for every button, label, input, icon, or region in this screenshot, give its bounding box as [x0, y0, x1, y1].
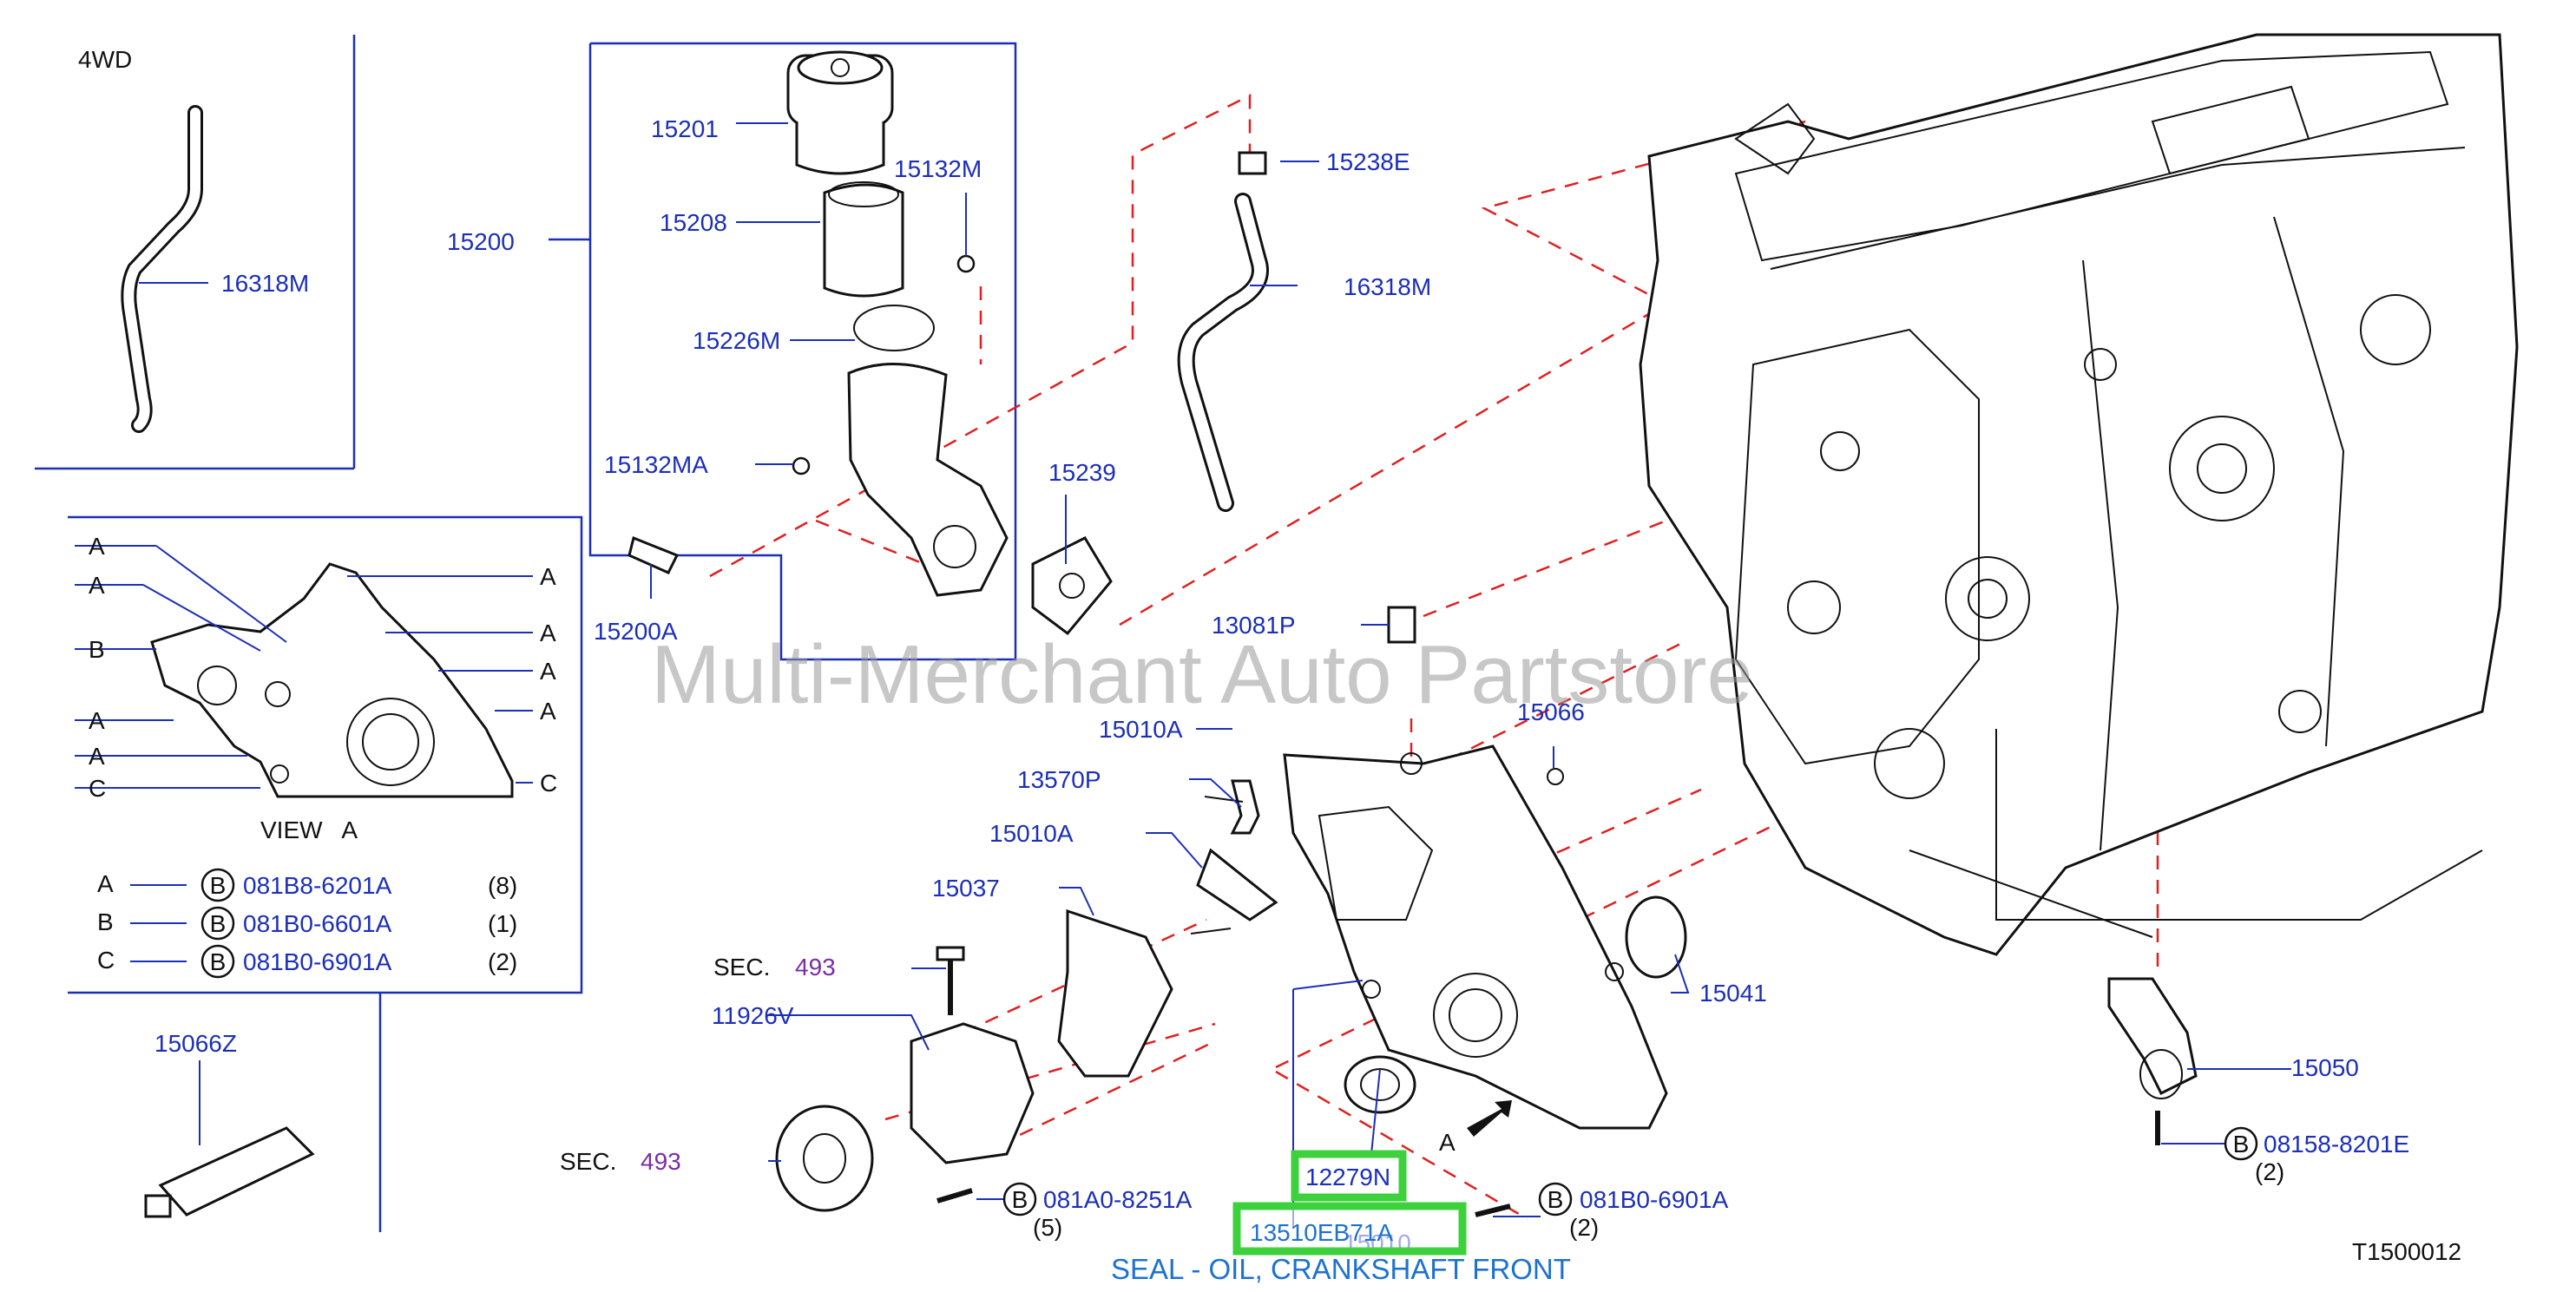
section-ref-493-lower[interactable]: 493	[641, 1148, 681, 1175]
view-arrow-letter: A	[1439, 1129, 1456, 1156]
circle-b-letter: B	[1012, 1186, 1028, 1213]
part-label-15010A-upper[interactable]: 15010A	[1099, 716, 1183, 743]
section-4wd-label: 4WD	[78, 46, 132, 73]
part-label-15050[interactable]: 15050	[2291, 1054, 2359, 1081]
legend-part-081B0-6901A[interactable]: 081B0-6901A	[243, 948, 392, 975]
part-label-13510EB71A[interactable]: 13510EB71A	[1250, 1219, 1393, 1246]
section-ref-word-upper: SEC.	[713, 954, 770, 980]
part-caption: SEAL - OIL, CRANKSHAFT FRONT	[1111, 1253, 1571, 1285]
leader-lines	[75, 122, 2291, 1229]
circle-b-marker	[1538, 1182, 1573, 1217]
part-label-13081P[interactable]: 13081P	[1212, 612, 1296, 639]
circle-b-letter: B	[1548, 1186, 1564, 1213]
legend-letter: C	[97, 947, 115, 974]
part-label-15208[interactable]: 15208	[660, 209, 727, 236]
hoses-drawing	[121, 105, 1269, 512]
part-label-15037[interactable]: 15037	[932, 875, 1000, 902]
part-label-13570P[interactable]: 13570P	[1017, 766, 1101, 793]
view-a-left-letter: A	[89, 707, 105, 734]
part-label-15201[interactable]: 15201	[651, 115, 719, 142]
part-label-16318M-4wd[interactable]: 16318M	[221, 270, 309, 297]
part-label-12279N[interactable]: 12279N	[1305, 1164, 1390, 1190]
view-a-left-letter: B	[89, 636, 105, 663]
bolt-label-081A0-8251A[interactable]: 081A0-8251A	[1043, 1186, 1193, 1213]
view-a-left-letter: A	[89, 572, 105, 599]
highlight-box-12279N	[1291, 1150, 1407, 1202]
section-ref-493-upper[interactable]: 493	[795, 954, 836, 980]
legend-circle-letter: B	[210, 948, 227, 975]
small-parts-drawing	[144, 606, 2198, 1218]
bolt-label-08158-8201E[interactable]: 08158-8201E	[2264, 1131, 2409, 1158]
highlight-box-13510EB71A	[1232, 1202, 1467, 1256]
view-a-right-letter: A	[540, 658, 556, 685]
legend-letter: A	[97, 870, 114, 897]
view-a-legend: A A B A A C A A A A C VIEW A A B 081B8-6…	[89, 533, 557, 979]
circle-b-marker	[2224, 1126, 2258, 1161]
part-label-15238E[interactable]: 15238E	[1326, 148, 1410, 175]
view-a-drawing	[150, 562, 514, 798]
view-a-right-letter: C	[540, 770, 557, 797]
bolt-qty-081A0: (5)	[1033, 1214, 1062, 1241]
oil-filter-drawing	[628, 50, 1267, 636]
bolt-qty-08158: (2)	[2255, 1158, 2284, 1185]
part-label-15010A-lower[interactable]: 15010A	[989, 820, 1074, 847]
engine-block-drawing	[1639, 33, 2519, 956]
part-label-15226M[interactable]: 15226M	[693, 327, 780, 354]
view-a-right-letter: A	[540, 698, 556, 725]
circle-b-marker	[1002, 1182, 1037, 1217]
view-a-left-letter: C	[89, 775, 106, 802]
part-label-16318M[interactable]: 16318M	[1344, 273, 1431, 300]
diagram-id: T1500012	[2352, 1238, 2461, 1265]
part-label-15200A[interactable]: 15200A	[594, 618, 678, 645]
bolt-label-081B0-6901A[interactable]: 081B0-6901A	[1580, 1186, 1729, 1213]
part-label-15041[interactable]: 15041	[1699, 980, 1767, 1007]
legend-qty: (1)	[488, 910, 517, 937]
timing-cover-drawing	[1283, 744, 1668, 1130]
part-label-15200[interactable]: 15200	[447, 228, 515, 255]
view-a-right-letter: A	[540, 620, 556, 646]
view-a-left-letter: A	[89, 743, 105, 770]
legend-part-081B0-6601A[interactable]: 081B0-6601A	[243, 910, 392, 937]
bolt-qty-081B0-6901A: (2)	[1569, 1214, 1599, 1241]
legend-qty: (2)	[488, 948, 517, 975]
part-label-11926V[interactable]: 11926V	[712, 1002, 794, 1029]
legend-letter: B	[97, 908, 114, 935]
watermark-text: Multi-Merchant Auto Partstore	[651, 628, 1753, 721]
part-label-15132M[interactable]: 15132M	[894, 155, 982, 182]
view-a-title: VIEW A	[260, 817, 358, 843]
section-ref-word-lower: SEC.	[560, 1148, 616, 1175]
part-label-15132MA[interactable]: 15132MA	[604, 451, 708, 478]
frame-lines	[35, 35, 1017, 1232]
circle-b-letter: B	[2233, 1131, 2250, 1158]
view-arrow-icon	[1467, 1100, 1512, 1137]
legend-circle-letter: B	[210, 872, 227, 899]
view-a-left-letter: A	[89, 533, 105, 560]
part-label-15239[interactable]: 15239	[1048, 459, 1116, 486]
legend-part-081B8-6201A[interactable]: 081B8-6201A	[243, 872, 392, 899]
legend-qty: (8)	[488, 872, 517, 899]
legend-circle-letter: B	[210, 910, 227, 937]
view-a-right-letter: A	[540, 563, 556, 590]
part-label-15066Z[interactable]: 15066Z	[154, 1030, 237, 1057]
part-label-15066[interactable]: 15066	[1517, 698, 1585, 725]
